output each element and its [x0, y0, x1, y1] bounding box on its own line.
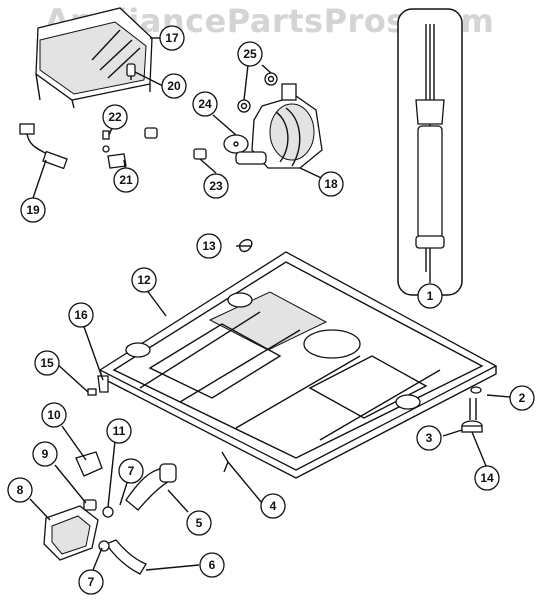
part-6-hose [98, 539, 147, 575]
part-22-21-clips [102, 127, 158, 169]
part-5-hose [125, 463, 177, 511]
callout-19: 19 [20, 197, 46, 223]
svg-text:19: 19 [26, 203, 40, 217]
svg-text:15: 15 [40, 356, 54, 370]
part-4-clip [221, 451, 229, 473]
svg-text:10: 10 [47, 408, 61, 422]
svg-text:6: 6 [209, 558, 216, 572]
svg-text:14: 14 [480, 471, 494, 485]
part-20-screw [126, 63, 136, 80]
callout-18: 18 [318, 171, 344, 197]
svg-text:24: 24 [198, 97, 212, 111]
part-24-pulley-disk [223, 134, 249, 154]
callout-10: 10 [41, 402, 67, 428]
svg-text:5: 5 [196, 516, 203, 530]
callout-25: 25 [237, 41, 263, 67]
svg-text:2: 2 [519, 391, 526, 405]
svg-text:18: 18 [324, 177, 338, 191]
svg-text:20: 20 [167, 79, 181, 93]
svg-text:12: 12 [137, 273, 151, 287]
callout-1: 1 [417, 283, 443, 309]
callout-9: 9 [32, 441, 58, 467]
callout-3: 3 [416, 425, 442, 451]
callout-8: 8 [7, 477, 33, 503]
svg-text:7: 7 [128, 464, 135, 478]
callout-13: 13 [196, 233, 222, 259]
svg-text:13: 13 [202, 239, 216, 253]
callout-2: 2 [509, 385, 535, 411]
svg-text:1: 1 [427, 289, 434, 303]
part-2-3-14-leveling-leg [461, 386, 483, 433]
svg-text:4: 4 [270, 499, 277, 513]
callout-24: 24 [192, 91, 218, 117]
svg-text:16: 16 [74, 308, 88, 322]
callout-14: 14 [474, 465, 500, 491]
callout-16: 16 [68, 302, 94, 328]
part-1-shaft-assembly [397, 8, 463, 296]
part-18-motor [235, 83, 323, 169]
callout-7-upper: 7 [118, 458, 144, 484]
svg-text:17: 17 [165, 31, 179, 45]
svg-text:7: 7 [88, 575, 95, 589]
part-8-9-10-11-pump [43, 451, 114, 561]
callout-22: 22 [102, 104, 128, 130]
svg-text:21: 21 [119, 173, 133, 187]
callout-20: 20 [161, 73, 187, 99]
callout-7-lower: 7 [78, 569, 104, 595]
callout-23: 23 [203, 173, 229, 199]
callout-5: 5 [186, 510, 212, 536]
callout-11: 11 [106, 418, 132, 444]
callout-15: 15 [34, 350, 60, 376]
svg-text:3: 3 [426, 431, 433, 445]
svg-text:23: 23 [209, 179, 223, 193]
part-13-clip [238, 238, 253, 253]
part-12-base-plate [98, 251, 498, 479]
callout-4: 4 [260, 493, 286, 519]
callout-6: 6 [199, 552, 225, 578]
svg-text:8: 8 [17, 483, 24, 497]
part-17-control-box [35, 7, 153, 109]
part-23-coupling [193, 148, 207, 160]
svg-text:25: 25 [243, 47, 257, 61]
callout-12: 12 [131, 267, 157, 293]
callout-21: 21 [113, 167, 139, 193]
svg-text:22: 22 [108, 110, 122, 124]
part-19-wire-harness [19, 123, 68, 170]
callout-17: 17 [159, 25, 185, 51]
part-15-16-small-parts [87, 375, 109, 396]
svg-text:9: 9 [42, 447, 49, 461]
svg-text:11: 11 [113, 424, 126, 438]
